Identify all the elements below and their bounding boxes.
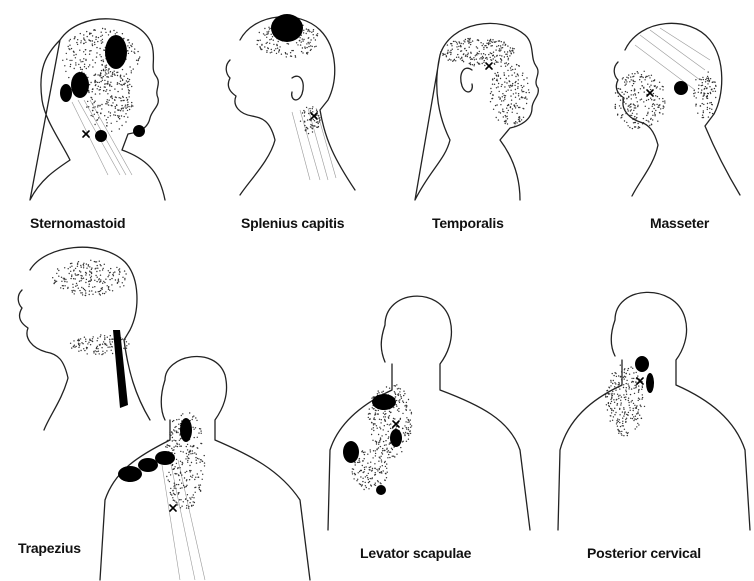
- temporalis-stipple: [440, 38, 530, 127]
- masseter-fibers: [635, 28, 710, 90]
- referral-spot: [635, 356, 649, 372]
- posterior-cervical-stipple: [605, 365, 646, 437]
- referral-spot: [133, 125, 145, 137]
- label-temporalis: Temporalis: [432, 215, 504, 231]
- referral-spot: [390, 429, 402, 447]
- trigger-point-x: [486, 63, 492, 69]
- referral-spot: [343, 441, 359, 463]
- label-splenius-capitis: Splenius capitis: [241, 215, 344, 231]
- referral-spot: [118, 466, 142, 482]
- referral-spot: [674, 81, 688, 95]
- figure-posterior-cervical: [558, 292, 750, 530]
- masseter-stipple: [615, 71, 717, 130]
- label-masseter: Masseter: [650, 215, 709, 231]
- label-sternomastoid: Sternomastoid: [30, 215, 125, 231]
- trapezius-fibers: [162, 460, 205, 580]
- label-posterior-cervical: Posterior cervical: [587, 545, 701, 561]
- referral-spot: [271, 14, 303, 42]
- referral-spot: [105, 35, 127, 69]
- referral-spot: [376, 485, 386, 495]
- figure-masseter: [614, 23, 740, 196]
- label-trapezius: Trapezius: [18, 540, 81, 556]
- figure-splenius-capitis: [226, 14, 355, 195]
- trigger-point-x: [170, 505, 176, 511]
- figure-sternomastoid: [30, 19, 165, 200]
- referral-spot: [71, 72, 89, 98]
- figure-temporalis: [415, 23, 538, 200]
- referral-spot: [180, 418, 192, 442]
- referral-spot: [95, 130, 107, 142]
- referral-spot: [372, 394, 396, 410]
- referral-spot: [138, 458, 158, 472]
- referral-spot: [60, 84, 72, 102]
- trigger-point-x: [393, 421, 399, 427]
- figure-levator-scapulae: [328, 296, 530, 530]
- referral-spot: [646, 373, 654, 393]
- trigger-point-x: [647, 90, 653, 96]
- referral-spot: [155, 451, 175, 465]
- figure-trapezius: [18, 247, 310, 580]
- label-levator-scapulae: Levator scapulae: [360, 545, 471, 561]
